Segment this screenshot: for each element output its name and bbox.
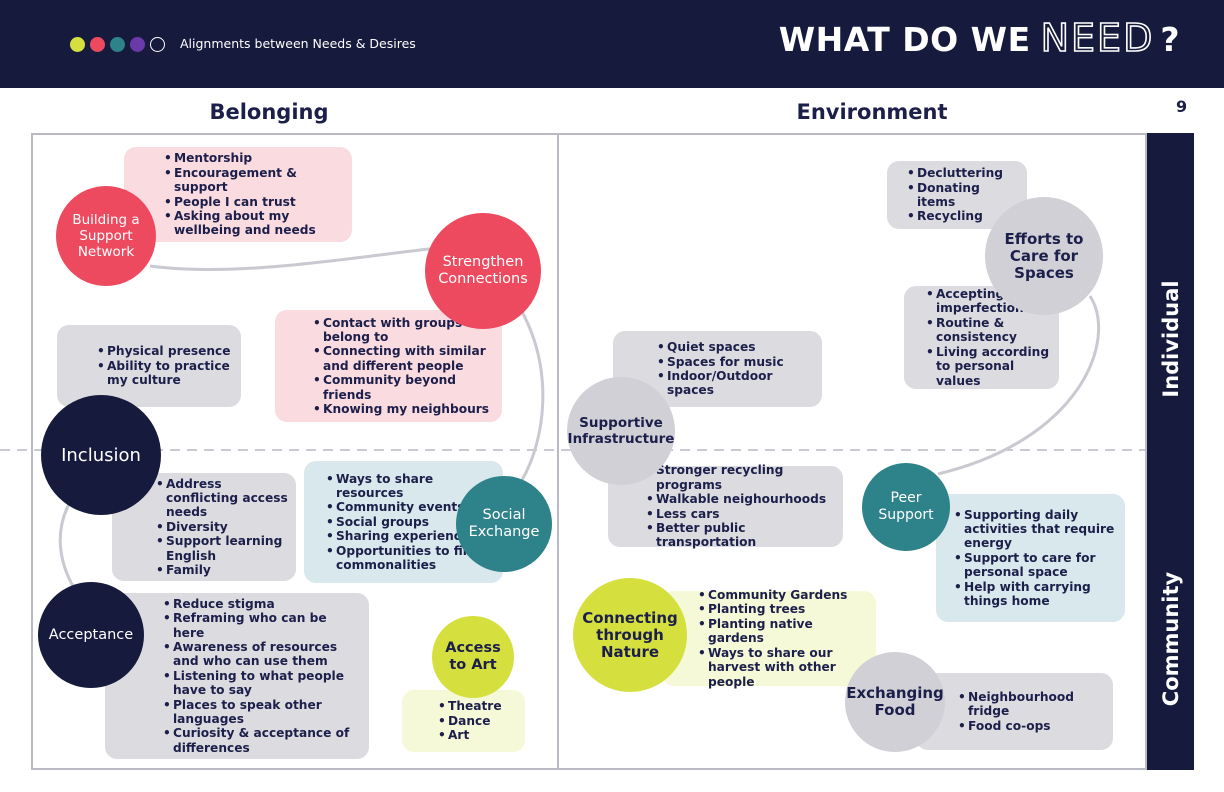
list-item: Opportunities to find commonalities xyxy=(326,544,495,573)
access-to-art-box: Theatre Dance Art xyxy=(402,690,525,752)
list-item: Decluttering xyxy=(907,166,1019,181)
list-item: Community beyond friends xyxy=(313,373,494,402)
column-title-belonging: Belonging xyxy=(209,100,329,124)
list-item: Help with carrying things home xyxy=(954,580,1117,609)
header-subtitle: Alignments between Needs & Desires xyxy=(180,36,416,51)
list-item: Planting native gardens xyxy=(698,617,868,646)
connector-support-strengthen xyxy=(149,246,439,271)
dot-outline xyxy=(150,37,165,52)
header-bar: Alignments between Needs & Desires WHAT … xyxy=(0,0,1224,88)
list-item: People I can trust xyxy=(164,195,344,210)
row-label-bar: Individual Community xyxy=(1147,133,1194,770)
dot-red xyxy=(90,37,105,52)
column-title-environment: Environment xyxy=(796,100,948,124)
connector-strengthen-social xyxy=(518,307,545,481)
list-item: Accepting imperfection xyxy=(926,287,1051,316)
title-prefix: WHAT DO WE xyxy=(778,20,1031,59)
list-item: Connecting with similar and different pe… xyxy=(313,344,494,373)
list-item: Recycling xyxy=(907,209,1019,224)
list-item: Ways to share our harvest with other peo… xyxy=(698,646,868,689)
node-access-to-art: Access to Art xyxy=(432,616,514,698)
node-support-network: Building a Support Network xyxy=(56,186,156,286)
node-inclusion: Inclusion xyxy=(41,395,161,515)
list-item: Routine & consistency xyxy=(926,316,1051,345)
node-care-for-spaces: Efforts to Care for Spaces xyxy=(985,197,1103,315)
dot-purple xyxy=(130,37,145,52)
title-suffix: ? xyxy=(1160,20,1180,59)
column-divider xyxy=(557,133,559,770)
list-item: Community Gardens xyxy=(698,588,868,603)
list-item: Listening to what people have to say xyxy=(163,669,361,698)
list-item: Indoor/Outdoor spaces xyxy=(657,369,814,398)
color-dots xyxy=(70,37,165,52)
list-item: Curiosity & acceptance of differences xyxy=(163,726,361,755)
list-item: Physical presence xyxy=(97,344,233,359)
connector-care-peer xyxy=(937,295,1100,476)
list-item: Supporting daily activities that require… xyxy=(954,508,1117,551)
support-network-box: Mentorship Encouragement & support Peopl… xyxy=(124,147,352,242)
acceptance-box: Reduce stigma Reframing who can be here … xyxy=(105,593,369,759)
list-item: Better public transportation xyxy=(646,521,835,550)
list-item: Family xyxy=(156,563,288,578)
inclusion-individual-box: Physical presence Ability to practice my… xyxy=(57,325,241,407)
list-item: Support learning English xyxy=(156,534,288,563)
list-item: Walkable neighourhoods xyxy=(646,492,835,507)
node-supportive-infrastructure: Supportive Infrastructure xyxy=(567,377,675,485)
dot-lime xyxy=(70,37,85,52)
list-item: Community events xyxy=(326,500,495,515)
list-item: Social groups xyxy=(326,515,495,530)
peer-support-box: Supporting daily activities that require… xyxy=(936,494,1125,622)
list-item: Spaces for music xyxy=(657,355,814,370)
list-item: Places to speak other languages xyxy=(163,698,361,727)
list-item: Donating items xyxy=(907,181,1019,210)
list-item: Address conflicting access needs xyxy=(156,477,288,520)
connecting-nature-box: Community Gardens Planting trees Plantin… xyxy=(662,588,876,689)
list-item: Dance xyxy=(438,714,502,729)
dot-teal xyxy=(110,37,125,52)
list-item: Sharing experiences xyxy=(326,529,495,544)
infrastructure-community-box: Stronger recycling programs Walkable nei… xyxy=(608,463,843,550)
list-item: Reduce stigma xyxy=(163,597,361,612)
list-item: Knowing my neighbours xyxy=(313,402,494,417)
list-item: Living according to personal values xyxy=(926,345,1051,388)
list-item: Encouragement & support xyxy=(164,166,344,195)
list-item: Neighbourhood fridge xyxy=(958,690,1105,719)
list-item: Less cars xyxy=(646,507,835,522)
node-peer-support: Peer Support xyxy=(862,463,950,551)
exchanging-food-box: Neighbourhood fridge Food co-ops xyxy=(916,673,1113,750)
diagram-frame xyxy=(31,133,1147,770)
list-item: Awareness of resources and who can use t… xyxy=(163,640,361,669)
node-exchanging-food: Exchanging Food xyxy=(845,652,945,752)
list-item: Ability to practice my culture xyxy=(97,359,233,388)
list-item: Diversity xyxy=(156,520,288,535)
list-item: Ways to share resources xyxy=(326,472,495,501)
list-item: Quiet spaces xyxy=(657,340,814,355)
list-item: Food co-ops xyxy=(958,719,1105,734)
care-spaces-bottom-box: Accepting imperfection Routine & consist… xyxy=(904,286,1059,389)
page-number: 9 xyxy=(1176,97,1188,116)
list-item: Contact with groups I belong to xyxy=(313,316,494,345)
list-item: Stronger recycling programs xyxy=(646,463,835,492)
strengthen-connections-box: Contact with groups I belong to Connecti… xyxy=(275,310,502,422)
title-emphasis: NEED xyxy=(1040,15,1155,61)
connector-inclusion-acceptance xyxy=(58,501,76,589)
node-acceptance: Acceptance xyxy=(38,582,144,688)
list-item: Reframing who can be here xyxy=(163,611,361,640)
list-item: Planting trees xyxy=(698,602,868,617)
list-item: Theatre xyxy=(438,699,502,714)
node-connecting-nature: Connecting through Nature xyxy=(573,578,687,692)
node-strengthen-connections: Strengthen Connections xyxy=(425,213,541,329)
list-item: Asking about my wellbeing and needs xyxy=(164,209,344,238)
list-item: Mentorship xyxy=(164,151,344,166)
node-social-exchange: Social Exchange xyxy=(456,476,552,572)
list-item: Art xyxy=(438,728,502,743)
list-item: Support to care for personal space xyxy=(954,551,1117,580)
